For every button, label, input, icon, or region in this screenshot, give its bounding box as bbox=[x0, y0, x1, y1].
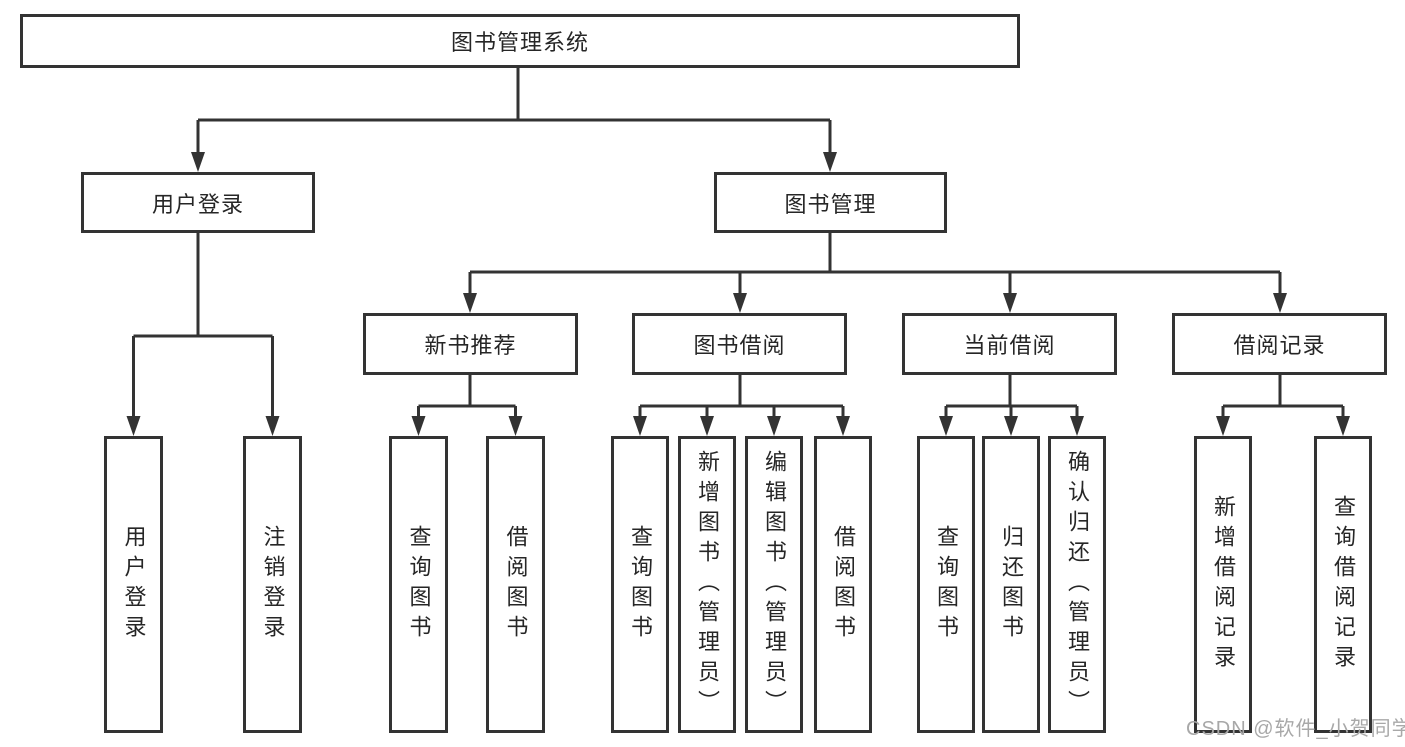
csdn-watermark: CSDN @软件_小贺同学 bbox=[1186, 718, 1405, 740]
arrowhead-current-borrow bbox=[1003, 293, 1017, 313]
node-book-borrow: 图书借阅 bbox=[632, 313, 847, 375]
node-new-book-recommend: 新书推荐 bbox=[363, 313, 578, 375]
connector-book-management-children bbox=[468, 233, 1282, 294]
arrowhead-edit-book-admin bbox=[767, 416, 781, 436]
leaf-query-books-current: 查询图书 bbox=[917, 436, 975, 733]
leaf-borrow-books: 借阅图书 bbox=[814, 436, 872, 733]
connector-borrow-records-children bbox=[1221, 375, 1345, 418]
connector-new-book-children bbox=[417, 375, 517, 418]
arrowhead-query-borrow-record bbox=[1336, 416, 1350, 436]
node-borrow-records: 借阅记录 bbox=[1172, 313, 1387, 375]
leaf-borrow-books-recommend: 借阅图书 bbox=[486, 436, 545, 733]
leaf-query-borrow-record: 查询借阅记录 bbox=[1314, 436, 1372, 733]
arrowhead-user-login bbox=[191, 152, 205, 172]
leaf-return-books: 归还图书 bbox=[982, 436, 1040, 733]
arrowhead-borrow-records bbox=[1273, 293, 1287, 313]
arrowhead-query-books-borrow bbox=[633, 416, 647, 436]
arrowhead-book-management bbox=[823, 152, 837, 172]
arrowhead-confirm-return-admin bbox=[1070, 416, 1084, 436]
connector-user-login-children bbox=[132, 233, 274, 417]
leaf-user-login: 用户登录 bbox=[104, 436, 163, 733]
node-book-management: 图书管理 bbox=[714, 172, 947, 233]
connector-current-borrow-children bbox=[944, 375, 1079, 418]
arrowhead-borrow-books-recommend bbox=[508, 416, 523, 436]
node-current-borrow: 当前借阅 bbox=[902, 313, 1117, 375]
leaf-query-books-borrow: 查询图书 bbox=[611, 436, 669, 733]
arrowhead-return-books bbox=[1004, 416, 1018, 436]
arrowhead-leaf-logout bbox=[265, 416, 280, 436]
node-user-login: 用户登录 bbox=[81, 172, 315, 233]
arrowhead-leaf-user-login bbox=[126, 416, 141, 436]
arrowhead-new-book-recommend bbox=[463, 293, 477, 313]
connector-root-to-level2 bbox=[196, 68, 832, 153]
leaf-confirm-return-admin: 确认归还（管理员） bbox=[1048, 436, 1106, 733]
leaf-logout-login: 注销登录 bbox=[243, 436, 302, 733]
connector-book-borrow-children bbox=[638, 375, 845, 418]
arrowhead-add-borrow-record bbox=[1216, 416, 1230, 436]
node-library-management-system: 图书管理系统 bbox=[20, 14, 1020, 68]
arrowhead-query-books-recommend bbox=[411, 416, 426, 436]
leaf-query-books-recommend: 查询图书 bbox=[389, 436, 448, 733]
arrowhead-query-books-current bbox=[939, 416, 953, 436]
arrowhead-add-book-admin bbox=[700, 416, 714, 436]
arrowhead-book-borrow bbox=[733, 293, 747, 313]
leaf-add-book-admin: 新增图书（管理员） bbox=[678, 436, 736, 733]
arrowhead-borrow-books bbox=[836, 416, 850, 436]
leaf-edit-book-admin: 编辑图书（管理员） bbox=[745, 436, 803, 733]
leaf-add-borrow-record: 新增借阅记录 bbox=[1194, 436, 1252, 733]
